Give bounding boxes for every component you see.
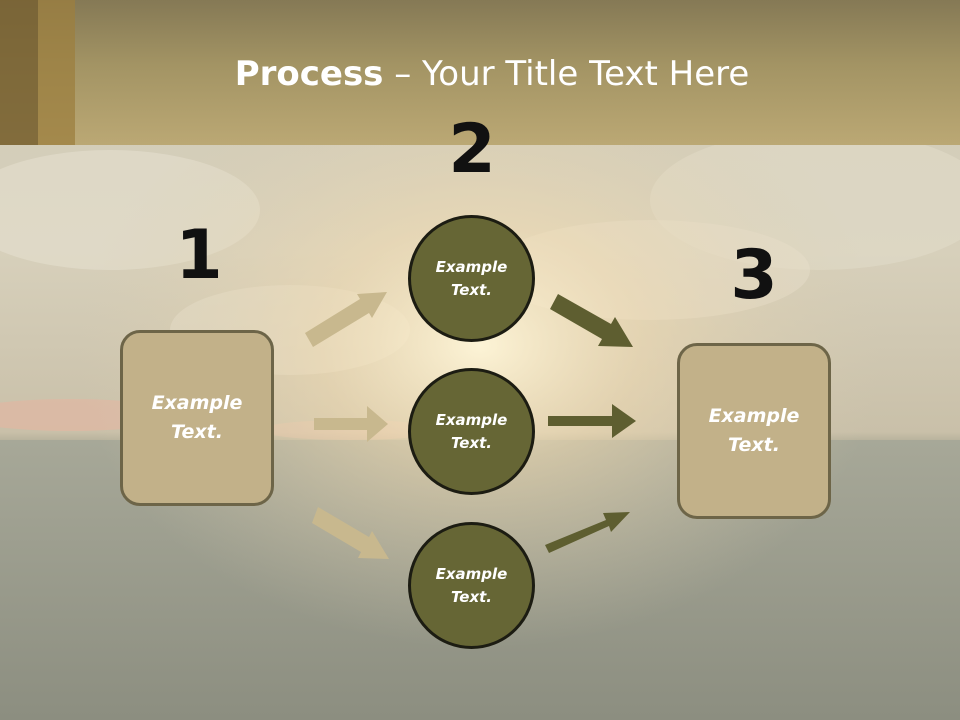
text-line: Example	[151, 392, 243, 414]
text-line: Example	[435, 257, 508, 276]
text-line: Text.	[450, 587, 492, 606]
text-line: Example	[435, 564, 508, 583]
text-line: Text.	[728, 434, 780, 456]
step-number-2: 2	[448, 110, 496, 189]
circle-top: Example Text.	[408, 215, 535, 342]
text-line: Text.	[450, 280, 492, 299]
header-accent-bar	[38, 0, 75, 145]
slide-title: Process – Your Title Text Here	[0, 54, 960, 94]
text-line: Text.	[171, 421, 223, 443]
arrow-left-to-middle	[314, 406, 388, 442]
circle-middle: Example Text.	[408, 368, 535, 495]
step-number-3: 3	[730, 236, 778, 315]
arrow-top-to-right	[550, 294, 633, 347]
header-accent-bar	[0, 0, 38, 145]
circle-bottom: Example Text.	[408, 522, 535, 649]
text-line: Text.	[450, 433, 492, 452]
step-number-1: 1	[175, 216, 223, 295]
arrow-bottom-to-right	[545, 512, 630, 553]
left-text-box: Example Text.	[120, 330, 274, 506]
title-bold: Process	[234, 54, 384, 94]
arrow-left-to-bottom	[312, 507, 389, 559]
right-text-box: Example Text.	[677, 343, 831, 519]
title-rest: – Your Title Text Here	[383, 54, 750, 94]
arrow-left-to-top	[305, 292, 387, 347]
header-bar	[0, 0, 960, 145]
text-line: Example	[708, 405, 800, 427]
arrow-middle-to-right	[548, 404, 636, 438]
text-line: Example	[435, 410, 508, 429]
